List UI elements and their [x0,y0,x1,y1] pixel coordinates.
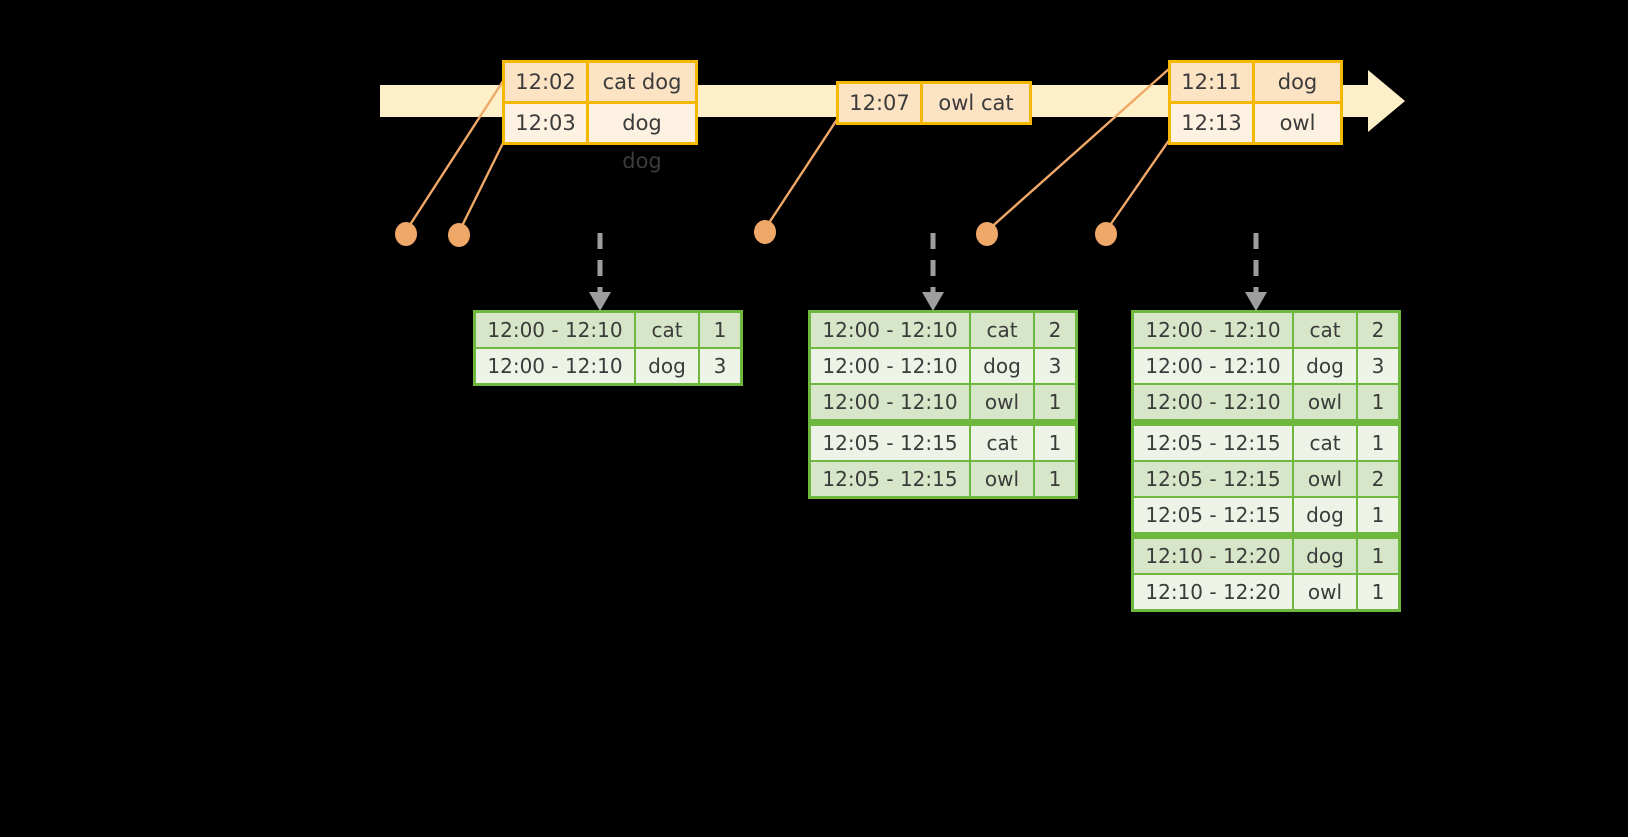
cell-key: dog [636,349,698,383]
cell-window: 12:05 - 12:15 [1134,426,1292,460]
connector-lines [404,66,1174,234]
cell-key: cat [971,313,1033,347]
table-group-separator [811,421,1075,424]
cell-window: 12:00 - 12:10 [476,313,634,347]
cell-window: 12:05 - 12:15 [811,426,969,460]
cell-count: 3 [1358,349,1398,383]
cell-count: 2 [1035,313,1075,347]
event-row[interactable]: 12:07 owl cat [839,84,1029,122]
cell-key: owl [971,385,1033,419]
cell-count: 1 [1358,498,1398,532]
event-group-2[interactable]: 12:07 owl cat [836,81,1032,125]
dashed-arrow-1 [589,233,611,311]
event-row[interactable]: 12:03 dog dog [505,101,695,173]
cell-count: 2 [1358,313,1398,347]
dot-2 [448,223,470,247]
event-group-3[interactable]: 12:11 dog 12:13 owl [1168,60,1343,145]
dot-3 [754,220,776,244]
cell-count: 1 [1358,539,1398,573]
cell-key: dog [971,349,1033,383]
cell-count: 1 [1035,385,1075,419]
cell-count: 1 [700,313,740,347]
cell-key: owl [1294,575,1356,609]
cell-window: 12:00 - 12:10 [811,349,969,383]
cell-window: 12:00 - 12:10 [1134,313,1292,347]
event-time: 12:13 [1171,104,1255,142]
cell-count: 3 [1035,349,1075,383]
cell-key: dog [1294,539,1356,573]
connector-dots [395,220,1117,247]
cell-window: 12:05 - 12:15 [1134,498,1292,532]
cell-window: 12:05 - 12:15 [1134,462,1292,496]
event-row[interactable]: 12:02 cat dog [505,63,695,101]
cell-key: cat [1294,426,1356,460]
cell-count: 2 [1358,462,1398,496]
cell-key: owl [1294,385,1356,419]
cell-count: 3 [700,349,740,383]
event-time: 12:07 [839,84,923,122]
event-time: 12:02 [505,63,589,101]
event-group-1[interactable]: 12:02 cat dog 12:03 dog dog [502,60,698,173]
cell-window: 12:05 - 12:15 [811,462,969,496]
cell-window: 12:00 - 12:10 [811,313,969,347]
event-value: cat dog [602,70,682,94]
dashed-arrow-2 [922,233,944,311]
dashed-arrow-3 [1245,233,1267,311]
cell-key: owl [971,462,1033,496]
cell-key: cat [636,313,698,347]
cell-key: owl [1294,462,1356,496]
cell-count: 1 [1035,462,1075,496]
cell-window: 12:10 - 12:20 [1134,575,1292,609]
cell-window: 12:10 - 12:20 [1134,539,1292,573]
cell-window: 12:00 - 12:10 [811,385,969,419]
event-time: 12:11 [1171,63,1255,101]
dot-4 [976,222,998,246]
table-group-separator [1134,534,1398,537]
event-value: dog dog [622,111,662,173]
event-time: 12:03 [505,104,589,142]
event-value: dog [1277,70,1318,94]
cell-count: 1 [1358,426,1398,460]
cell-key: dog [1294,349,1356,383]
dot-5 [1095,222,1117,246]
event-value: owl [1279,111,1316,135]
cell-window: 12:00 - 12:10 [476,349,634,383]
cell-window: 12:00 - 12:10 [1134,385,1292,419]
event-row[interactable]: 12:13 owl [1171,101,1340,142]
dashed-arrows [589,233,1267,311]
cell-count: 1 [1358,575,1398,609]
cell-key: dog [1294,498,1356,532]
dot-1 [395,222,417,246]
cell-key: cat [971,426,1033,460]
cell-count: 1 [1358,385,1398,419]
event-value: owl cat [938,91,1014,115]
cell-count: 1 [1035,426,1075,460]
event-row[interactable]: 12:11 dog [1171,63,1340,101]
cell-key: cat [1294,313,1356,347]
cell-window: 12:00 - 12:10 [1134,349,1292,383]
table-group-separator [1134,421,1398,424]
